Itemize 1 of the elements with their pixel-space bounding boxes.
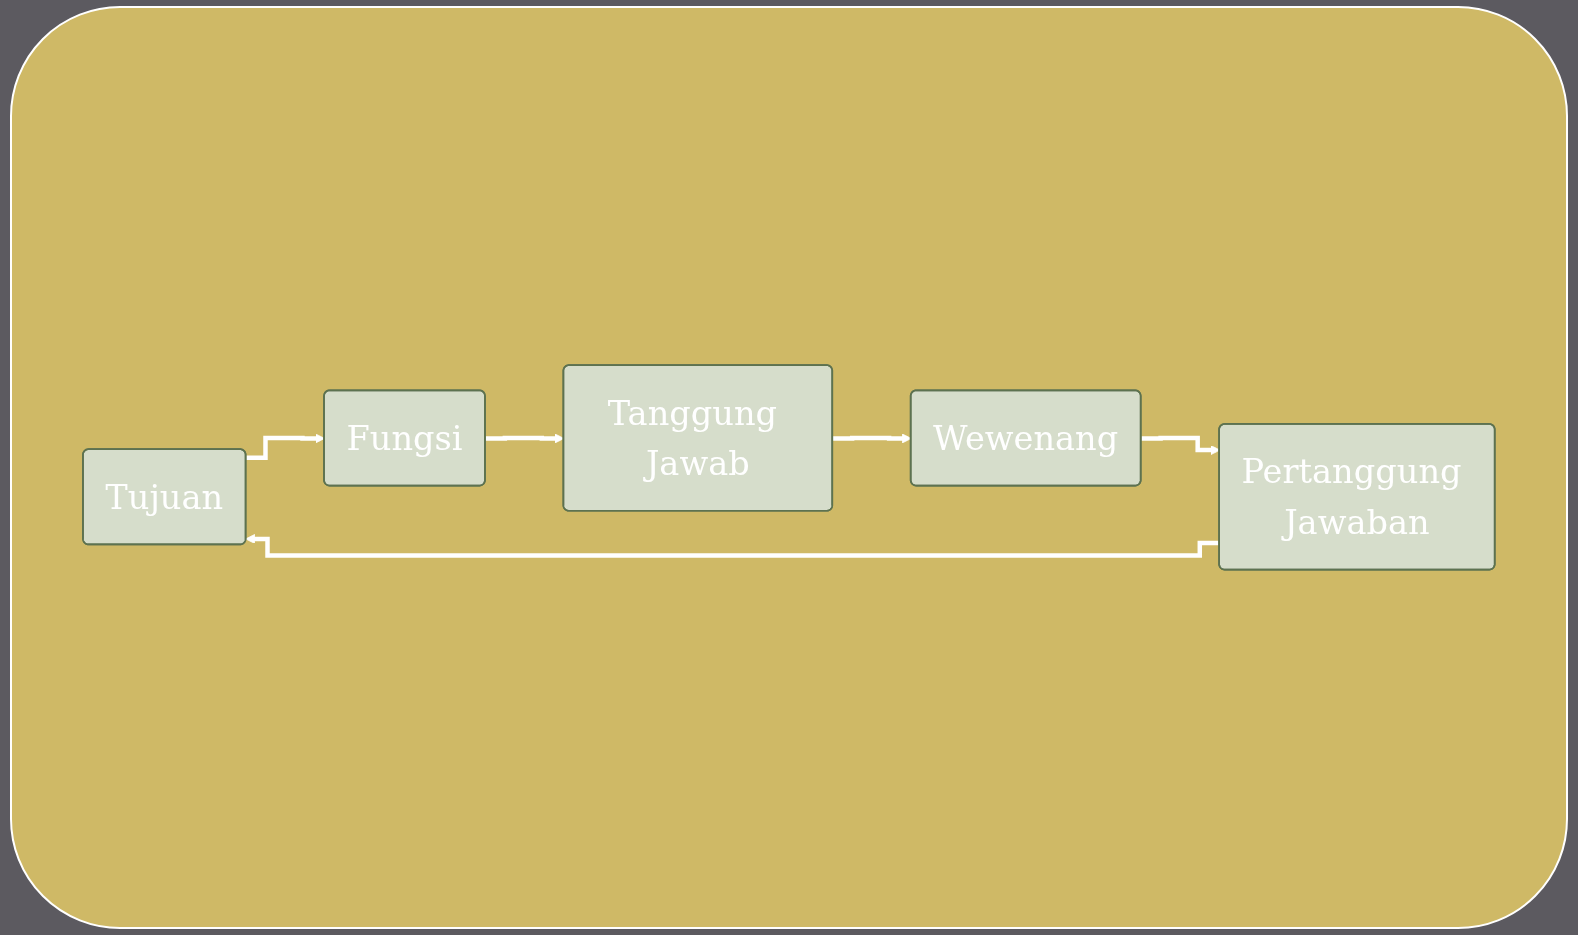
arrow [245, 534, 1220, 558]
